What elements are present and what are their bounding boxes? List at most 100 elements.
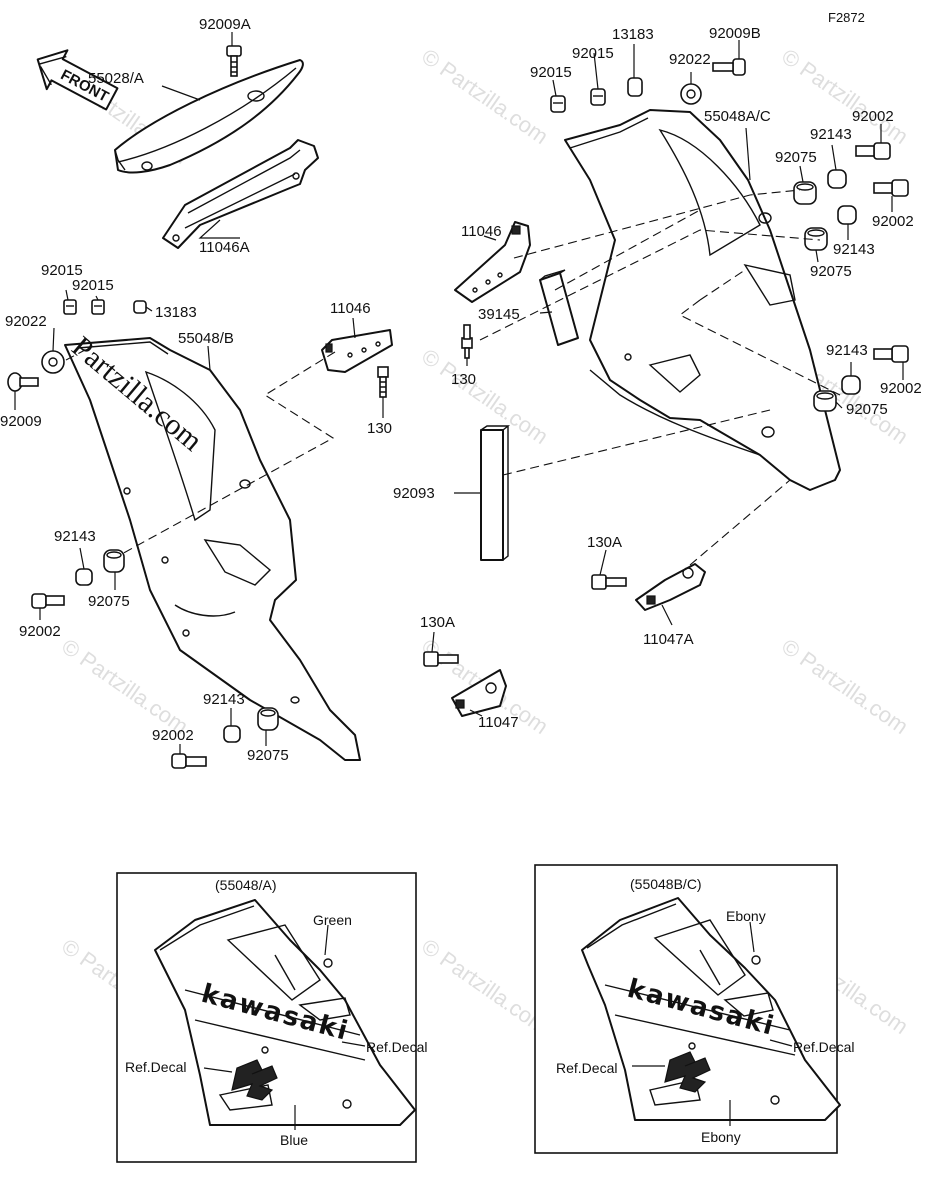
lower-cowl-55048ac[interactable] — [564, 109, 841, 491]
inset-right-ref-decal-right: Ref.Decal — [793, 1039, 854, 1055]
washer-92022-icon — [41, 350, 65, 374]
callout-130A: 130A — [420, 614, 455, 631]
callout-55028A: 55028/A — [88, 70, 144, 87]
callout-92002: 92002 — [19, 623, 61, 640]
callout-92015: 92015 — [41, 262, 83, 279]
assembly-lines — [65, 189, 841, 566]
collar-92143-icon — [841, 375, 861, 395]
callout-92009B: 92009B — [709, 25, 761, 42]
bracket-11046-right[interactable] — [454, 221, 531, 303]
inset-left-green: Green — [313, 912, 352, 928]
callout-labels: 92009A 55028/A 11046A 13183 92009B 92015… — [0, 16, 922, 764]
callout-92143: 92143 — [826, 342, 868, 359]
callout-130A: 130A — [587, 534, 622, 551]
watermark: © Partzilla.com — [57, 634, 193, 740]
inset-right-ref-decal-left: Ref.Decal — [556, 1060, 617, 1076]
clip-13183-icon — [133, 300, 147, 314]
grommet-92075-icon — [813, 390, 837, 412]
inset-right-title: (55048B/C) — [630, 876, 702, 892]
watermark: © Partzilla.com — [777, 634, 913, 740]
callout-92002: 92002 — [152, 727, 194, 744]
callout-92009: 92009 — [0, 413, 42, 430]
callout-130: 130 — [367, 420, 392, 437]
callout-92075: 92075 — [810, 263, 852, 280]
bracket-11046a[interactable] — [162, 139, 319, 249]
bolt-130a-icon — [423, 651, 459, 667]
inset-right-ebony-top: Ebony — [726, 908, 766, 924]
inset-left-ref-decal-left: Ref.Decal — [125, 1059, 186, 1075]
callout-92009A: 92009A — [199, 16, 251, 33]
callout-92075: 92075 — [846, 401, 888, 418]
clip-92015-icon — [63, 299, 77, 315]
bolt-92002-icon — [855, 142, 891, 160]
bolt-130-right-icon — [461, 324, 473, 359]
callout-92143: 92143 — [810, 126, 852, 143]
callout-11047: 11047 — [478, 714, 519, 731]
bolt-130-left-icon — [377, 366, 389, 398]
callout-92143: 92143 — [54, 528, 96, 545]
inset-left-ref-decal-right: Ref.Decal — [366, 1039, 427, 1055]
callout-13183: 13183 — [612, 26, 654, 43]
callout-130: 130 — [451, 371, 476, 388]
screw-92009b-icon — [712, 58, 746, 76]
callout-92093: 92093 — [393, 485, 435, 502]
bolt-130a-icon — [591, 574, 627, 590]
collar-92143-icon — [75, 568, 93, 586]
grommet-92075-icon — [257, 707, 279, 731]
grommet-92075-icon — [793, 181, 817, 205]
callout-92002: 92002 — [872, 213, 914, 230]
callout-92075: 92075 — [775, 149, 817, 166]
inset-left-title: (55048/A) — [215, 877, 276, 893]
grommet-92075-icon — [103, 549, 125, 573]
strip-92093[interactable] — [480, 425, 510, 561]
clip-13183-icon — [627, 77, 643, 97]
bracket-11046-left[interactable] — [321, 329, 393, 373]
callout-39145: 39145 — [478, 306, 520, 323]
cover-55028a[interactable] — [114, 59, 304, 174]
lower-cowl-55048b[interactable] — [64, 337, 361, 761]
pad-39145[interactable] — [539, 269, 579, 346]
bracket-11047a[interactable] — [635, 563, 706, 611]
callout-92022: 92022 — [669, 51, 711, 68]
inset-right-ebony-bottom: Ebony — [701, 1129, 741, 1145]
collar-92143-icon — [827, 169, 847, 189]
callout-11047A: 11047A — [643, 631, 694, 648]
callout-92002: 92002 — [852, 108, 894, 125]
watermark: © Partzilla.com — [417, 934, 553, 1040]
inset-left-blue: Blue — [280, 1132, 308, 1148]
clip-92015-icon — [91, 299, 105, 315]
bracket-11047[interactable] — [451, 669, 507, 717]
callout-13183: 13183 — [155, 304, 197, 321]
watermark: © Partzilla.com — [417, 44, 553, 150]
screw-92009a-icon — [226, 45, 242, 77]
figure-code: F2872 — [828, 10, 865, 25]
callout-92022: 92022 — [5, 313, 47, 330]
callout-11046: 11046 — [461, 223, 502, 240]
callout-55048AC: 55048A/C — [704, 108, 771, 125]
callout-92075: 92075 — [247, 747, 289, 764]
callout-55048B: 55048/B — [178, 330, 234, 347]
washer-92022-icon — [680, 83, 702, 105]
callout-92143: 92143 — [203, 691, 245, 708]
zx-emblem-icon — [664, 1051, 711, 1093]
bolt-92002-icon — [31, 593, 65, 609]
bolt-92002-icon — [873, 345, 909, 363]
clip-92015-icon — [550, 95, 566, 113]
clip-92015-icon — [590, 88, 606, 106]
callout-92015: 92015 — [530, 64, 572, 81]
callout-92143: 92143 — [833, 241, 875, 258]
bolt-92002-icon — [873, 179, 909, 197]
callout-11046A: 11046A — [199, 239, 250, 256]
inset-right: (55048B/C) kawasaki Ebony Ref.Decal Ref.… — [534, 864, 854, 1154]
leader-lines — [14, 32, 904, 754]
callout-92075: 92075 — [88, 593, 130, 610]
inset-left: (55048/A) kawasaki Green Ref.Decal Ref.D… — [116, 872, 427, 1163]
bolt-92002-icon — [171, 753, 207, 769]
callout-92015: 92015 — [72, 277, 114, 294]
callout-92002: 92002 — [880, 380, 922, 397]
collar-92143-icon — [837, 205, 857, 225]
zx-emblem-icon — [231, 1059, 278, 1101]
collar-92143-icon — [223, 725, 241, 743]
screw-92009-icon — [7, 372, 39, 392]
